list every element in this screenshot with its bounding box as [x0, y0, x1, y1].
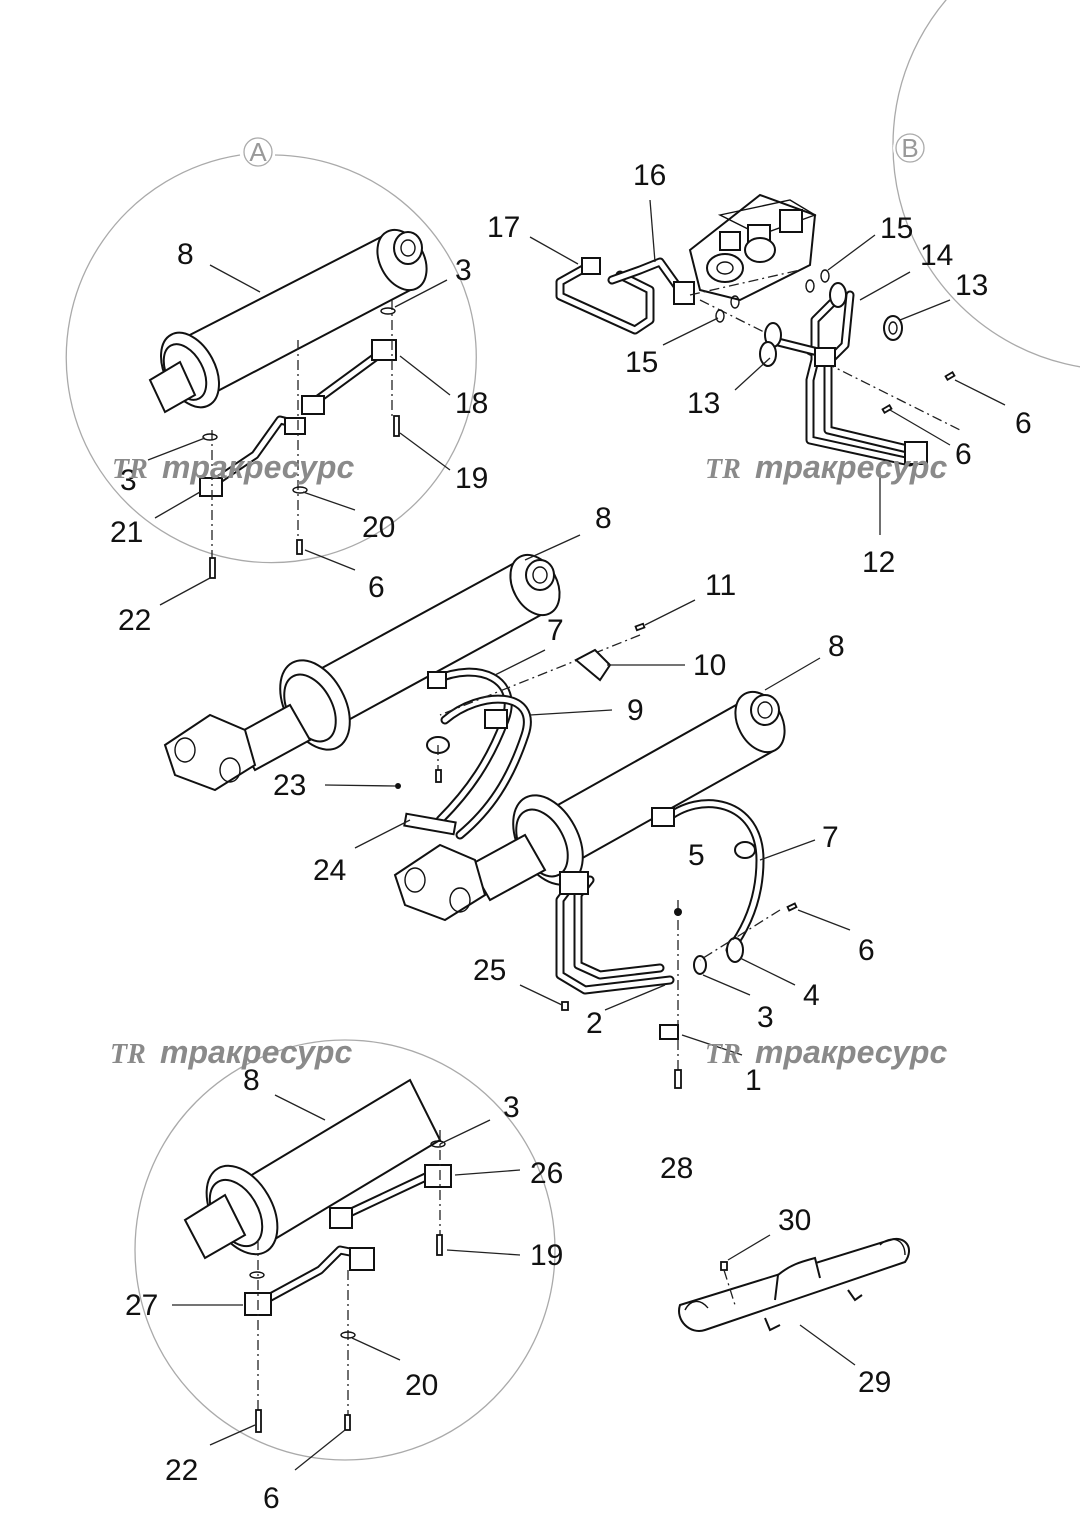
- callout-11: 11: [705, 569, 736, 602]
- pipe-c: [244, 1164, 452, 1316]
- callout-15: 15: [625, 346, 658, 379]
- watermark-1: TR тракресурс: [112, 449, 354, 485]
- callout-15: 15: [880, 212, 913, 245]
- cylinder-c: [183, 1078, 442, 1260]
- callout-3: 3: [503, 1091, 520, 1124]
- cylinder-upper: [163, 553, 561, 792]
- watermark-logo: TR: [705, 454, 741, 485]
- pipe-12: [759, 282, 928, 467]
- callout-8: 8: [828, 630, 845, 663]
- callout-6: 6: [263, 1482, 280, 1515]
- watermark-logo: TR: [112, 454, 148, 485]
- callout-22: 22: [118, 604, 151, 637]
- callout-19: 19: [455, 462, 488, 495]
- callout-9: 9: [627, 694, 644, 727]
- callout-25: 25: [473, 954, 506, 987]
- detail-a: A 8: [65, 137, 488, 637]
- callout-20: 20: [405, 1369, 438, 1402]
- guard-29: 30 29: [678, 1204, 910, 1399]
- callout-27: 27: [125, 1289, 158, 1322]
- callout-14: 14: [920, 239, 953, 272]
- callout-7: 7: [822, 821, 839, 854]
- callout-4: 4: [803, 979, 820, 1012]
- control-valve: [688, 193, 817, 302]
- watermark-text: тракресурс: [755, 1034, 947, 1070]
- detail-b: B: [487, 0, 1080, 579]
- callout-2: 2: [586, 1007, 603, 1040]
- callout-20: 20: [362, 511, 395, 544]
- callout-3: 3: [120, 464, 137, 497]
- callout-8: 8: [243, 1064, 260, 1097]
- pipe-a: [199, 339, 397, 497]
- callout-10: 10: [693, 649, 726, 682]
- callout-5: 5: [688, 839, 705, 872]
- hose-7-upper: [403, 667, 532, 840]
- detail-a-label: A: [249, 137, 267, 167]
- callout-8: 8: [177, 238, 194, 271]
- watermark-logo: TR: [110, 1039, 146, 1070]
- callout-24: 24: [313, 854, 346, 887]
- callout-26: 26: [530, 1157, 563, 1190]
- callout-1: 1: [745, 1064, 762, 1097]
- detail-b-label: B: [901, 133, 918, 163]
- callout-6: 6: [858, 934, 875, 967]
- main-assembly: 8 11 7 10 8 9 23 24 7 5 6 25 4 3 2 1 28: [163, 502, 875, 1185]
- watermark-4: TR тракресурс: [705, 1034, 947, 1070]
- cylinder-lower: [393, 690, 786, 922]
- callout-19: 19: [530, 1239, 563, 1272]
- detail-c: 8 3 26 19 27 20 22 6: [125, 1039, 563, 1515]
- cylinder-a: [148, 228, 428, 414]
- callout-17: 17: [487, 211, 520, 244]
- callout-13: 13: [687, 387, 720, 420]
- callout-12: 12: [862, 546, 895, 579]
- callout-6: 6: [368, 571, 385, 604]
- watermark-text: тракресурс: [160, 1034, 352, 1070]
- callout-13: 13: [955, 269, 988, 302]
- callout-18: 18: [455, 387, 488, 420]
- watermark-2: TR тракресурс: [705, 449, 947, 485]
- watermark-3: TR тракресурс: [110, 1034, 352, 1070]
- pipe-17: [555, 257, 695, 335]
- callout-3: 3: [757, 1001, 774, 1034]
- callout-6: 6: [955, 438, 972, 471]
- callout-16: 16: [633, 159, 666, 192]
- callout-7: 7: [547, 614, 564, 647]
- watermark-text: тракресурс: [755, 449, 947, 485]
- callout-22: 22: [165, 1454, 198, 1487]
- callout-8: 8: [595, 502, 612, 535]
- watermark-logo: TR: [705, 1039, 741, 1070]
- callout-28: 28: [660, 1152, 693, 1185]
- callout-30: 30: [778, 1204, 811, 1237]
- callout-29: 29: [858, 1366, 891, 1399]
- callout-6: 6: [1015, 407, 1032, 440]
- watermark-text: тракресурс: [162, 449, 354, 485]
- hose-7-lower: [555, 799, 765, 995]
- callout-21: 21: [110, 516, 143, 549]
- callout-3: 3: [455, 254, 472, 287]
- callout-23: 23: [273, 769, 306, 802]
